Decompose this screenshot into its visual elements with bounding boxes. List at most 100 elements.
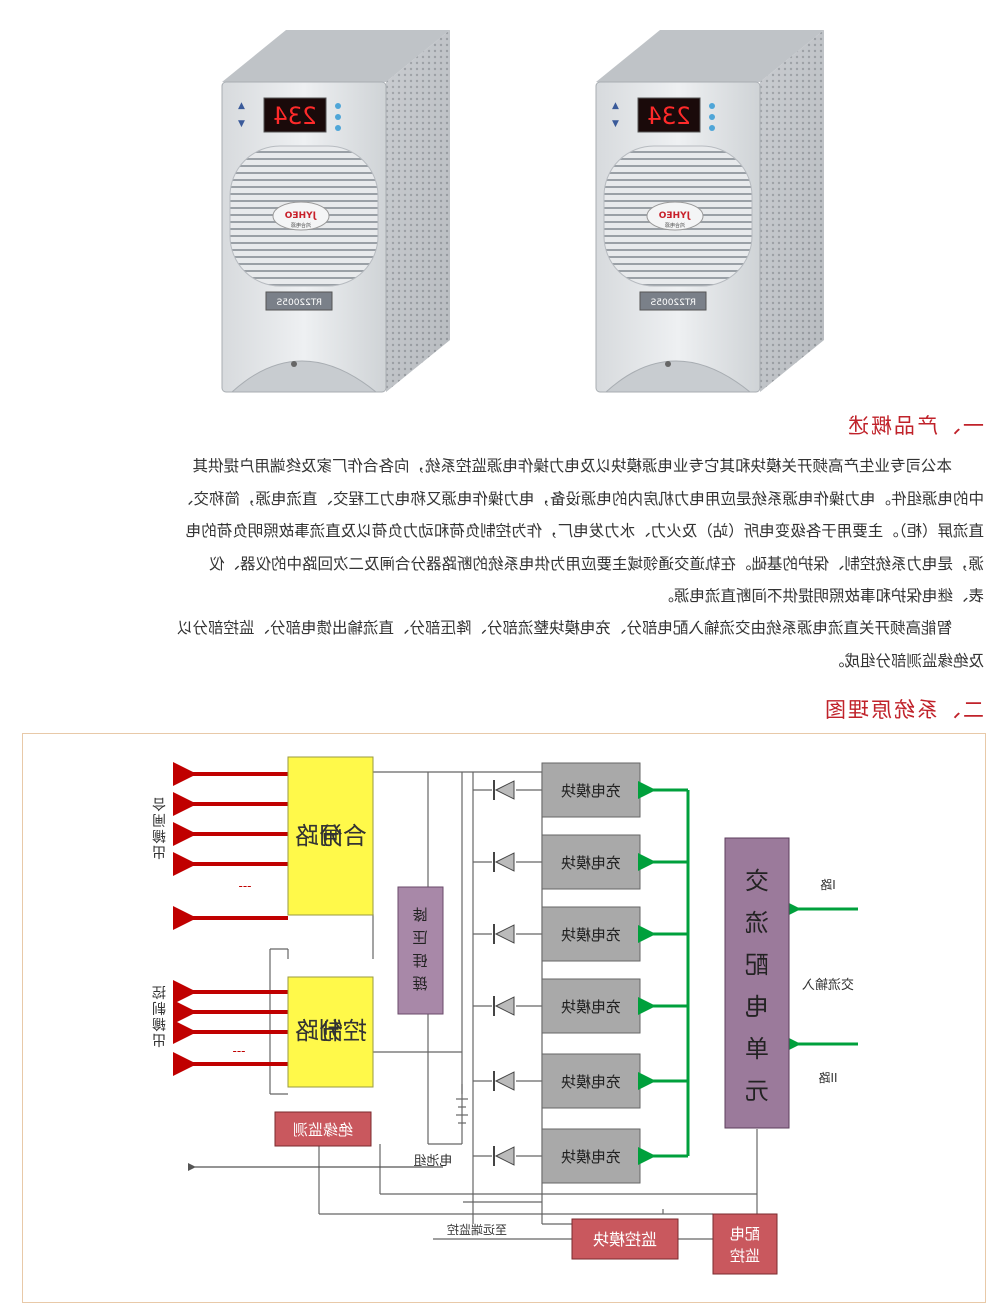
closing-branch-box: 合闸 分路 — [287, 756, 374, 916]
charger-module-row: 充电模块 — [473, 834, 688, 890]
output-char: 出 — [152, 1031, 166, 1047]
remote-label: 至远端监控 — [447, 1223, 507, 1237]
ac-unit-char: 电 — [745, 993, 769, 1021]
closing-branch-label-1: 合闸 — [319, 822, 367, 850]
output-char: 输 — [152, 1015, 166, 1031]
closing-ellipsis: --- — [239, 879, 252, 893]
indicator-led-icon — [335, 103, 341, 109]
step-down-char: 链 — [412, 974, 427, 992]
paragraph-line: 中的电源组件。电力操作电源系统是应用电力机房内的电源设备，电力操作电源又称电力工… — [177, 489, 984, 508]
section1-paragraph-2: 智能高频开关直流电源系统由交流输入配电部分、充电模块整流部分、降压部分、直流输出… — [22, 612, 984, 677]
screw-icon — [291, 361, 297, 367]
output-char: 输 — [152, 827, 166, 843]
paragraph-line: 表、继电保护和事故照明提供不间断直流电源。 — [658, 587, 984, 605]
output-char: 出 — [152, 843, 166, 859]
step-down-char: 降 — [412, 905, 427, 923]
charger-module-box — [541, 1053, 641, 1109]
product-photos: 234 ▲ ▼ JYHEO 鸿合电源 RT22005S 234 ▲ ▼ JYHE… — [221, 30, 824, 393]
distribution-monitor-box: 配电 监控 — [712, 1213, 778, 1275]
ac-unit-char: 配 — [745, 951, 769, 979]
ac-input-arrows — [783, 900, 858, 1053]
diode-icon — [494, 1071, 515, 1091]
monitor-module-label: 监控模块 — [593, 1230, 657, 1249]
control-branch-label-1: 控制 — [319, 1017, 367, 1045]
indicator-led-icon — [709, 114, 715, 120]
charger-module-box — [541, 978, 641, 1034]
paragraph-line: 本公司专业生产高频开关模块和其它专业电源模块以及电力操作电源监控系统，向各合作厂… — [192, 457, 952, 475]
charger-module-label: 充电模块 — [561, 1148, 621, 1166]
system-diagram-frame: 充电模块充电模块充电模块充电模块充电模块充电模块 合闸 分路 控制 分路 合 闸… — [22, 733, 986, 1303]
charger-module-box — [541, 1128, 641, 1184]
charger-module-row: 充电模块 — [473, 906, 688, 962]
display-reading: 234 — [647, 102, 690, 130]
charger-module-row: 充电模块 — [473, 978, 688, 1034]
ac-unit-char: 单 — [745, 1035, 769, 1063]
model-label: RT22005S — [276, 298, 322, 308]
charger-module-box — [541, 834, 641, 890]
monitor-module-box: 监控模块 — [571, 1218, 679, 1260]
rectifier-unit-photo-right: 234 ▲ ▼ JYHEO 鸿合电源 RT22005S — [595, 30, 824, 393]
indicator-led-icon — [335, 125, 341, 131]
output-char: 制 — [152, 999, 166, 1015]
output-char: 控 — [152, 983, 166, 999]
paragraph-line: 源，是电力系统控制、保护的基础。在轨道交通领域主要应用为供电系统的断路器分合闸及… — [208, 554, 984, 573]
ac-input-label: 交流输入 — [802, 977, 854, 993]
insulation-monitor-box: 绝缘监测 — [274, 1111, 372, 1147]
dist-monitor-label-1: 配电 — [730, 1225, 760, 1243]
line-2-label: II路 — [818, 1070, 837, 1085]
indicator-led-icon — [709, 103, 715, 109]
down-arrow-icon: ▼ — [612, 119, 619, 129]
charger-module-label: 充电模块 — [561, 998, 621, 1016]
ac-unit-char: 元 — [745, 1077, 769, 1105]
dist-monitor-label-2: 监控 — [730, 1247, 760, 1265]
charger-module-label: 充电模块 — [561, 1073, 621, 1091]
paragraph-line: 直流屏（柜）。主要用于各级变电所（站）及火力、水力发电厂，作为控制负荷和动力负荷… — [185, 522, 984, 540]
paragraph-line: 及绝缘监测部分组成。 — [828, 651, 984, 670]
ac-unit-char: 交 — [745, 867, 769, 895]
brand-sub-logo: 鸿合电源 — [665, 222, 685, 229]
control-branch-label-2: 分路 — [295, 1017, 343, 1045]
diode-icon — [494, 996, 515, 1016]
section1-heading: 一、产品概述 — [846, 414, 984, 438]
charger-module-row: 充电模块 — [473, 1053, 688, 1109]
closing-output-label: 合 闸 输 出 — [152, 795, 166, 859]
paragraph-line: 智能高频开关直流电源系统由交流输入配电部分、充电模块整流部分、降压部分、直流输出… — [176, 619, 952, 637]
screw-icon — [665, 361, 671, 367]
diode-icon — [494, 780, 515, 800]
rectifier-unit-photo-left: 234 ▲ ▼ JYHEO 鸿合电源 RT22005S — [221, 30, 450, 393]
up-arrow-icon: ▲ — [612, 101, 619, 111]
charger-module-label: 充电模块 — [561, 782, 621, 800]
insulation-label: 绝缘监测 — [293, 1121, 353, 1139]
indicator-led-icon — [709, 125, 715, 131]
control-branch-box: 控制 分路 — [287, 976, 374, 1088]
control-ellipsis: --- — [233, 1044, 246, 1058]
brand-sub-logo: 鸿合电源 — [291, 222, 311, 229]
output-char: 合 — [152, 795, 166, 811]
section1-paragraph-1: 本公司专业生产高频开关模块和其它专业电源模块以及电力操作电源监控系统，向各合作厂… — [22, 450, 984, 613]
diode-icon — [494, 852, 515, 872]
charger-module-row: 充电模块 — [473, 1128, 688, 1184]
step-down-char: 硅 — [412, 951, 427, 969]
up-arrow-icon: ▲ — [238, 101, 245, 111]
charger-module-box — [541, 906, 641, 962]
charger-module-box — [541, 762, 641, 818]
step-down-box: 降 压 硅 链 — [397, 886, 444, 1015]
ac-unit-char: 流 — [745, 909, 769, 937]
indicator-led-icon — [335, 114, 341, 120]
charger-module-label: 充电模块 — [561, 854, 621, 872]
control-output-label: 控 制 输 出 — [152, 983, 166, 1047]
brand-logo: JYHEO — [658, 211, 691, 221]
closing-branch-label-2: 分路 — [295, 822, 343, 850]
model-label: RT22005S — [650, 298, 696, 308]
step-down-char: 压 — [412, 928, 427, 946]
ac-distribution-unit-box: 交 流 配 电 单 元 — [724, 837, 790, 1129]
charger-module-label: 充电模块 — [561, 926, 621, 944]
down-arrow-icon: ▼ — [238, 119, 245, 129]
diode-icon — [494, 1146, 515, 1166]
brand-logo: JYHEO — [284, 211, 317, 221]
battery-label: 电池组 — [413, 1154, 452, 1169]
display-reading: 234 — [273, 102, 316, 130]
diode-icon — [494, 924, 515, 944]
